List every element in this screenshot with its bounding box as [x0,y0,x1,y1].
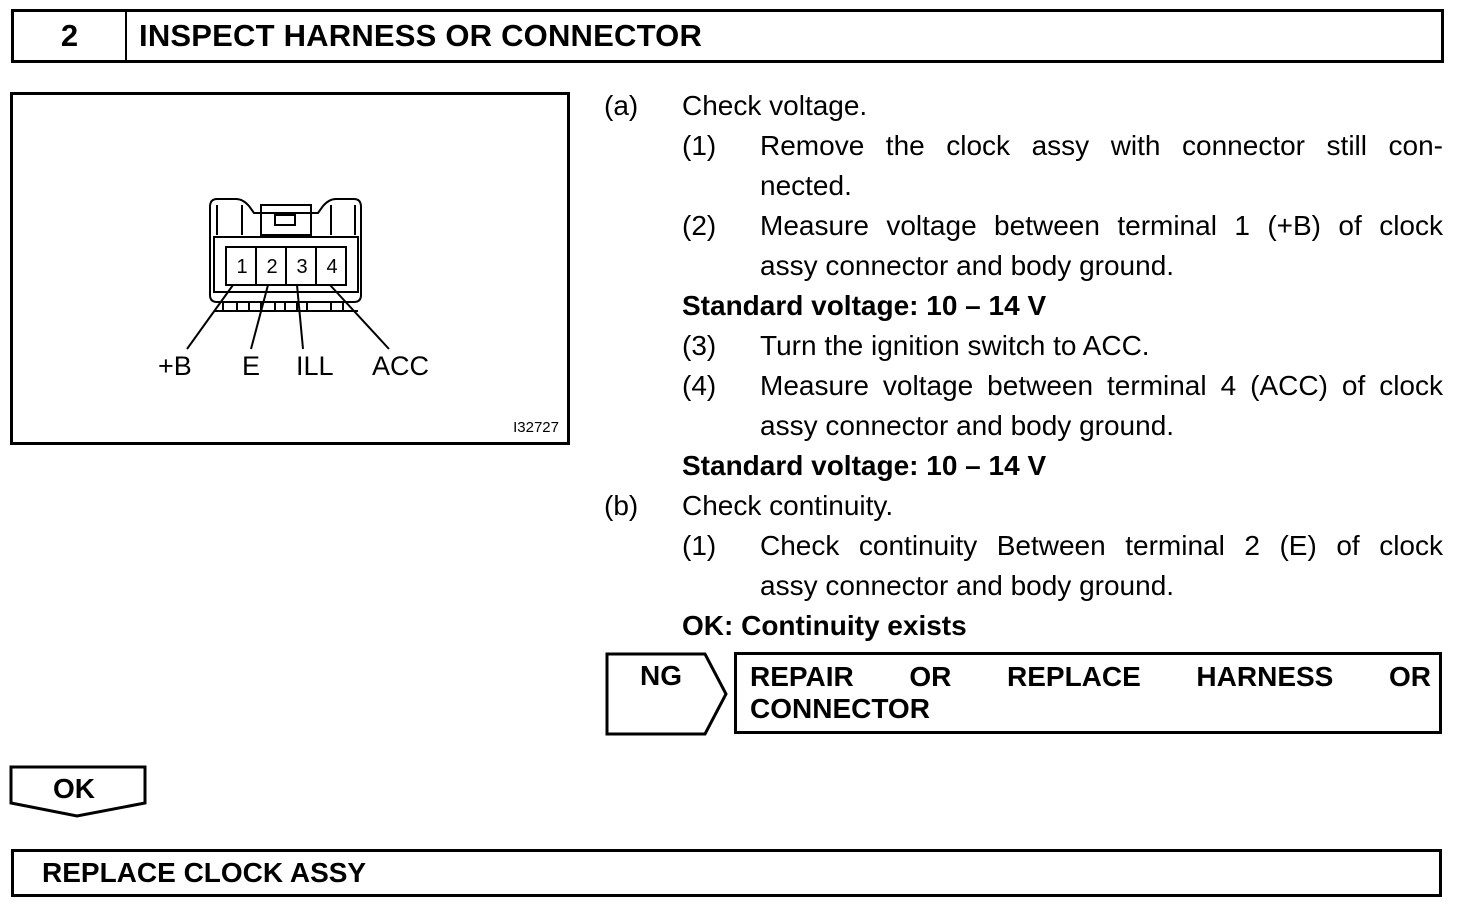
step-b1-line1: Check continuity Between terminal 2 (E) … [760,530,1443,561]
step-a2-marker: (2) [682,210,717,241]
connector-latch-inner [274,214,296,226]
step-title: INSPECT HARNESS OR CONNECTOR [139,18,703,53]
step-a1-marker: (1) [682,130,717,161]
step-a4-line2: assy connector and body ground. [760,410,1175,441]
connector-diagram: 1 2 3 4 [186,198,390,350]
terminal-number-3: 3 [296,256,307,278]
step-header: 2 INSPECT HARNESS OR CONNECTOR [11,9,1444,63]
figure-code: I32727 [513,419,559,436]
leader-line-4 [329,284,390,350]
step-b1-line2: assy connector and body ground. [760,570,1175,601]
ok-action-text: REPLACE CLOCK ASSY [42,857,367,888]
standard-voltage-2: Standard voltage: 10 – 14 V [682,450,1047,481]
step-b-title: Check continuity. [682,490,894,521]
terminal-number-2: 2 [266,256,277,278]
ng-action-box: REPAIR OR REPLACE HARNESS OR CONNECTOR [734,652,1442,734]
pin-label-ill: ILL [296,351,334,381]
pin-label-acc: ACC [372,351,430,381]
step-a3-marker: (3) [682,330,717,361]
ng-label: NG [640,660,682,691]
ok-action-box: REPLACE CLOCK ASSY [11,849,1442,897]
ok-label: OK [53,773,95,804]
ok-criteria: OK: Continuity exists [682,610,967,641]
connector-face [213,236,359,293]
step-a2-line1: Measure voltage between terminal 1 (+B) … [760,210,1443,241]
leader-line-2 [250,284,269,350]
terminal-number-4: 4 [326,256,337,278]
pin-label-e: E [242,351,261,381]
step-a4-marker: (4) [682,370,717,401]
step-a3-line1: Turn the ignition switch to ACC. [760,330,1150,361]
terminal-number-1: 1 [236,256,247,278]
step-a-title: Check voltage. [682,90,868,121]
ng-action-line2: CONNECTOR [750,693,930,724]
ng-action-line1: REPAIR OR REPLACE HARNESS OR [750,661,1431,692]
standard-voltage-1: Standard voltage: 10 – 14 V [682,290,1047,321]
step-a2-line2: assy connector and body ground. [760,250,1175,281]
step-b1-marker: (1) [682,530,717,561]
leader-line-3 [296,284,304,350]
connector-figure: 1 2 3 4 +B E ILL ACC I32727 [10,92,570,445]
step-number: 2 [14,12,127,60]
ok-arrow-icon [9,765,147,818]
step-b-marker: (b) [604,490,639,521]
ng-arrow-icon [605,652,728,736]
step-a1-line1: Remove the clock assy with connector sti… [760,130,1443,161]
pin-label-plus-b: +B [158,351,192,381]
connector-latch [260,204,312,236]
step-a1-line2: nected. [760,170,852,201]
step-a-marker: (a) [604,90,639,121]
leader-line-1 [186,284,234,350]
step-a4-line1: Measure voltage between terminal 4 (ACC)… [760,370,1443,401]
